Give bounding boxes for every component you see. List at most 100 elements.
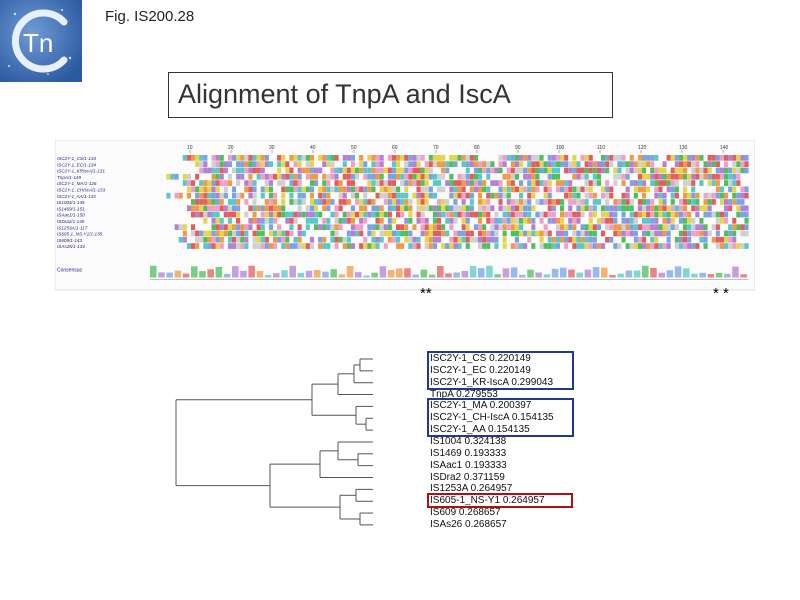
residue-cell xyxy=(535,161,540,167)
residue-cell xyxy=(244,161,249,167)
residue-cell xyxy=(478,205,483,212)
sequence-row xyxy=(166,173,741,180)
residue-cell xyxy=(605,186,610,193)
consensus-glyph xyxy=(560,267,567,278)
residue-cell xyxy=(555,218,560,224)
residue-cell xyxy=(580,205,585,212)
residue-cell xyxy=(711,161,716,167)
residue-cell xyxy=(309,180,314,186)
residue-cell xyxy=(506,192,511,199)
residue-cell xyxy=(453,243,458,249)
residue-cell xyxy=(592,173,597,180)
residue-cell xyxy=(432,161,437,167)
residue-cell xyxy=(531,186,536,193)
residue-cell xyxy=(256,205,261,212)
residue-cell xyxy=(236,155,241,161)
residue-cell xyxy=(326,192,331,199)
consensus-glyph xyxy=(322,271,329,278)
residue-cell xyxy=(227,236,232,243)
residue-cell xyxy=(248,173,253,180)
residue-cell xyxy=(219,205,224,212)
residue-cell xyxy=(232,192,237,199)
residue-cell xyxy=(236,218,241,224)
residue-cell xyxy=(646,224,651,230)
residue-cell xyxy=(650,218,655,224)
consensus-glyph xyxy=(314,270,321,278)
residue-cell xyxy=(724,205,729,212)
residue-cell xyxy=(408,243,413,249)
residue-cell xyxy=(531,167,536,174)
residue-cell xyxy=(424,224,429,230)
residue-cell xyxy=(203,167,208,174)
residue-cell xyxy=(281,173,286,180)
residue-cell xyxy=(437,180,442,186)
residue-cell xyxy=(469,192,474,199)
residue-cell xyxy=(391,180,396,186)
residue-cell xyxy=(387,236,392,243)
residue-cell xyxy=(453,155,458,161)
residue-cell xyxy=(465,236,470,243)
residue-cell xyxy=(687,173,692,180)
residue-cell xyxy=(662,167,667,174)
ruler-tick-label: 100 xyxy=(556,145,565,151)
residue-cell xyxy=(350,224,355,230)
residue-cell xyxy=(379,161,384,167)
residue-cell xyxy=(588,192,593,199)
residue-cell xyxy=(268,243,273,249)
residue-cell xyxy=(646,199,651,205)
residue-cell xyxy=(375,173,380,180)
residue-cell xyxy=(342,192,347,199)
residue-cell xyxy=(268,173,273,180)
residue-cell xyxy=(568,218,573,224)
residue-cell xyxy=(252,155,257,161)
residue-cell xyxy=(441,186,446,193)
residue-cell xyxy=(404,224,409,230)
residue-cell xyxy=(273,199,278,205)
residue-cell xyxy=(519,180,524,186)
residue-cell xyxy=(326,161,331,167)
residue-cell xyxy=(539,167,544,174)
residue-cell xyxy=(420,230,425,237)
residue-cell xyxy=(687,199,692,205)
residue-cell xyxy=(437,205,442,212)
residue-cell xyxy=(560,218,565,224)
residue-cell xyxy=(601,186,606,193)
residue-cell xyxy=(186,243,191,249)
residue-cell xyxy=(588,243,593,249)
residue-cell xyxy=(543,180,548,186)
residue-cell xyxy=(736,167,741,174)
tree-leaf-label: ISC2Y-1_MA 0.200397 xyxy=(430,400,532,412)
residue-cell xyxy=(232,243,237,249)
residue-cell xyxy=(252,192,257,199)
residue-cell xyxy=(219,230,224,237)
sequence-name: ISDra2/1-140 xyxy=(57,219,85,224)
residue-cell xyxy=(219,199,224,205)
residue-cell xyxy=(728,236,733,243)
residue-cell xyxy=(629,230,634,237)
residue-cell xyxy=(724,230,729,237)
residue-cell xyxy=(195,192,200,199)
residue-cell xyxy=(523,186,528,193)
consensus-glyph xyxy=(674,266,682,278)
residue-cell xyxy=(404,161,409,167)
residue-cell xyxy=(461,173,466,180)
residue-cell xyxy=(637,243,642,249)
residue-cell xyxy=(453,218,458,224)
residue-cell xyxy=(437,173,442,180)
residue-cell xyxy=(252,186,257,193)
residue-cell xyxy=(539,155,544,161)
residue-cell xyxy=(605,236,610,243)
residue-cell xyxy=(412,236,417,243)
residue-cell xyxy=(379,230,384,237)
residue-cell xyxy=(633,192,638,199)
residue-cell xyxy=(478,167,483,174)
residue-cell xyxy=(469,180,474,186)
residue-cell xyxy=(342,243,347,249)
residue-cell xyxy=(707,205,712,212)
residue-cell xyxy=(268,192,273,199)
residue-cell xyxy=(572,224,577,230)
residue-cell xyxy=(449,180,454,186)
residue-cell xyxy=(437,230,442,237)
residue-cell xyxy=(732,192,737,199)
residue-cell xyxy=(293,218,298,224)
